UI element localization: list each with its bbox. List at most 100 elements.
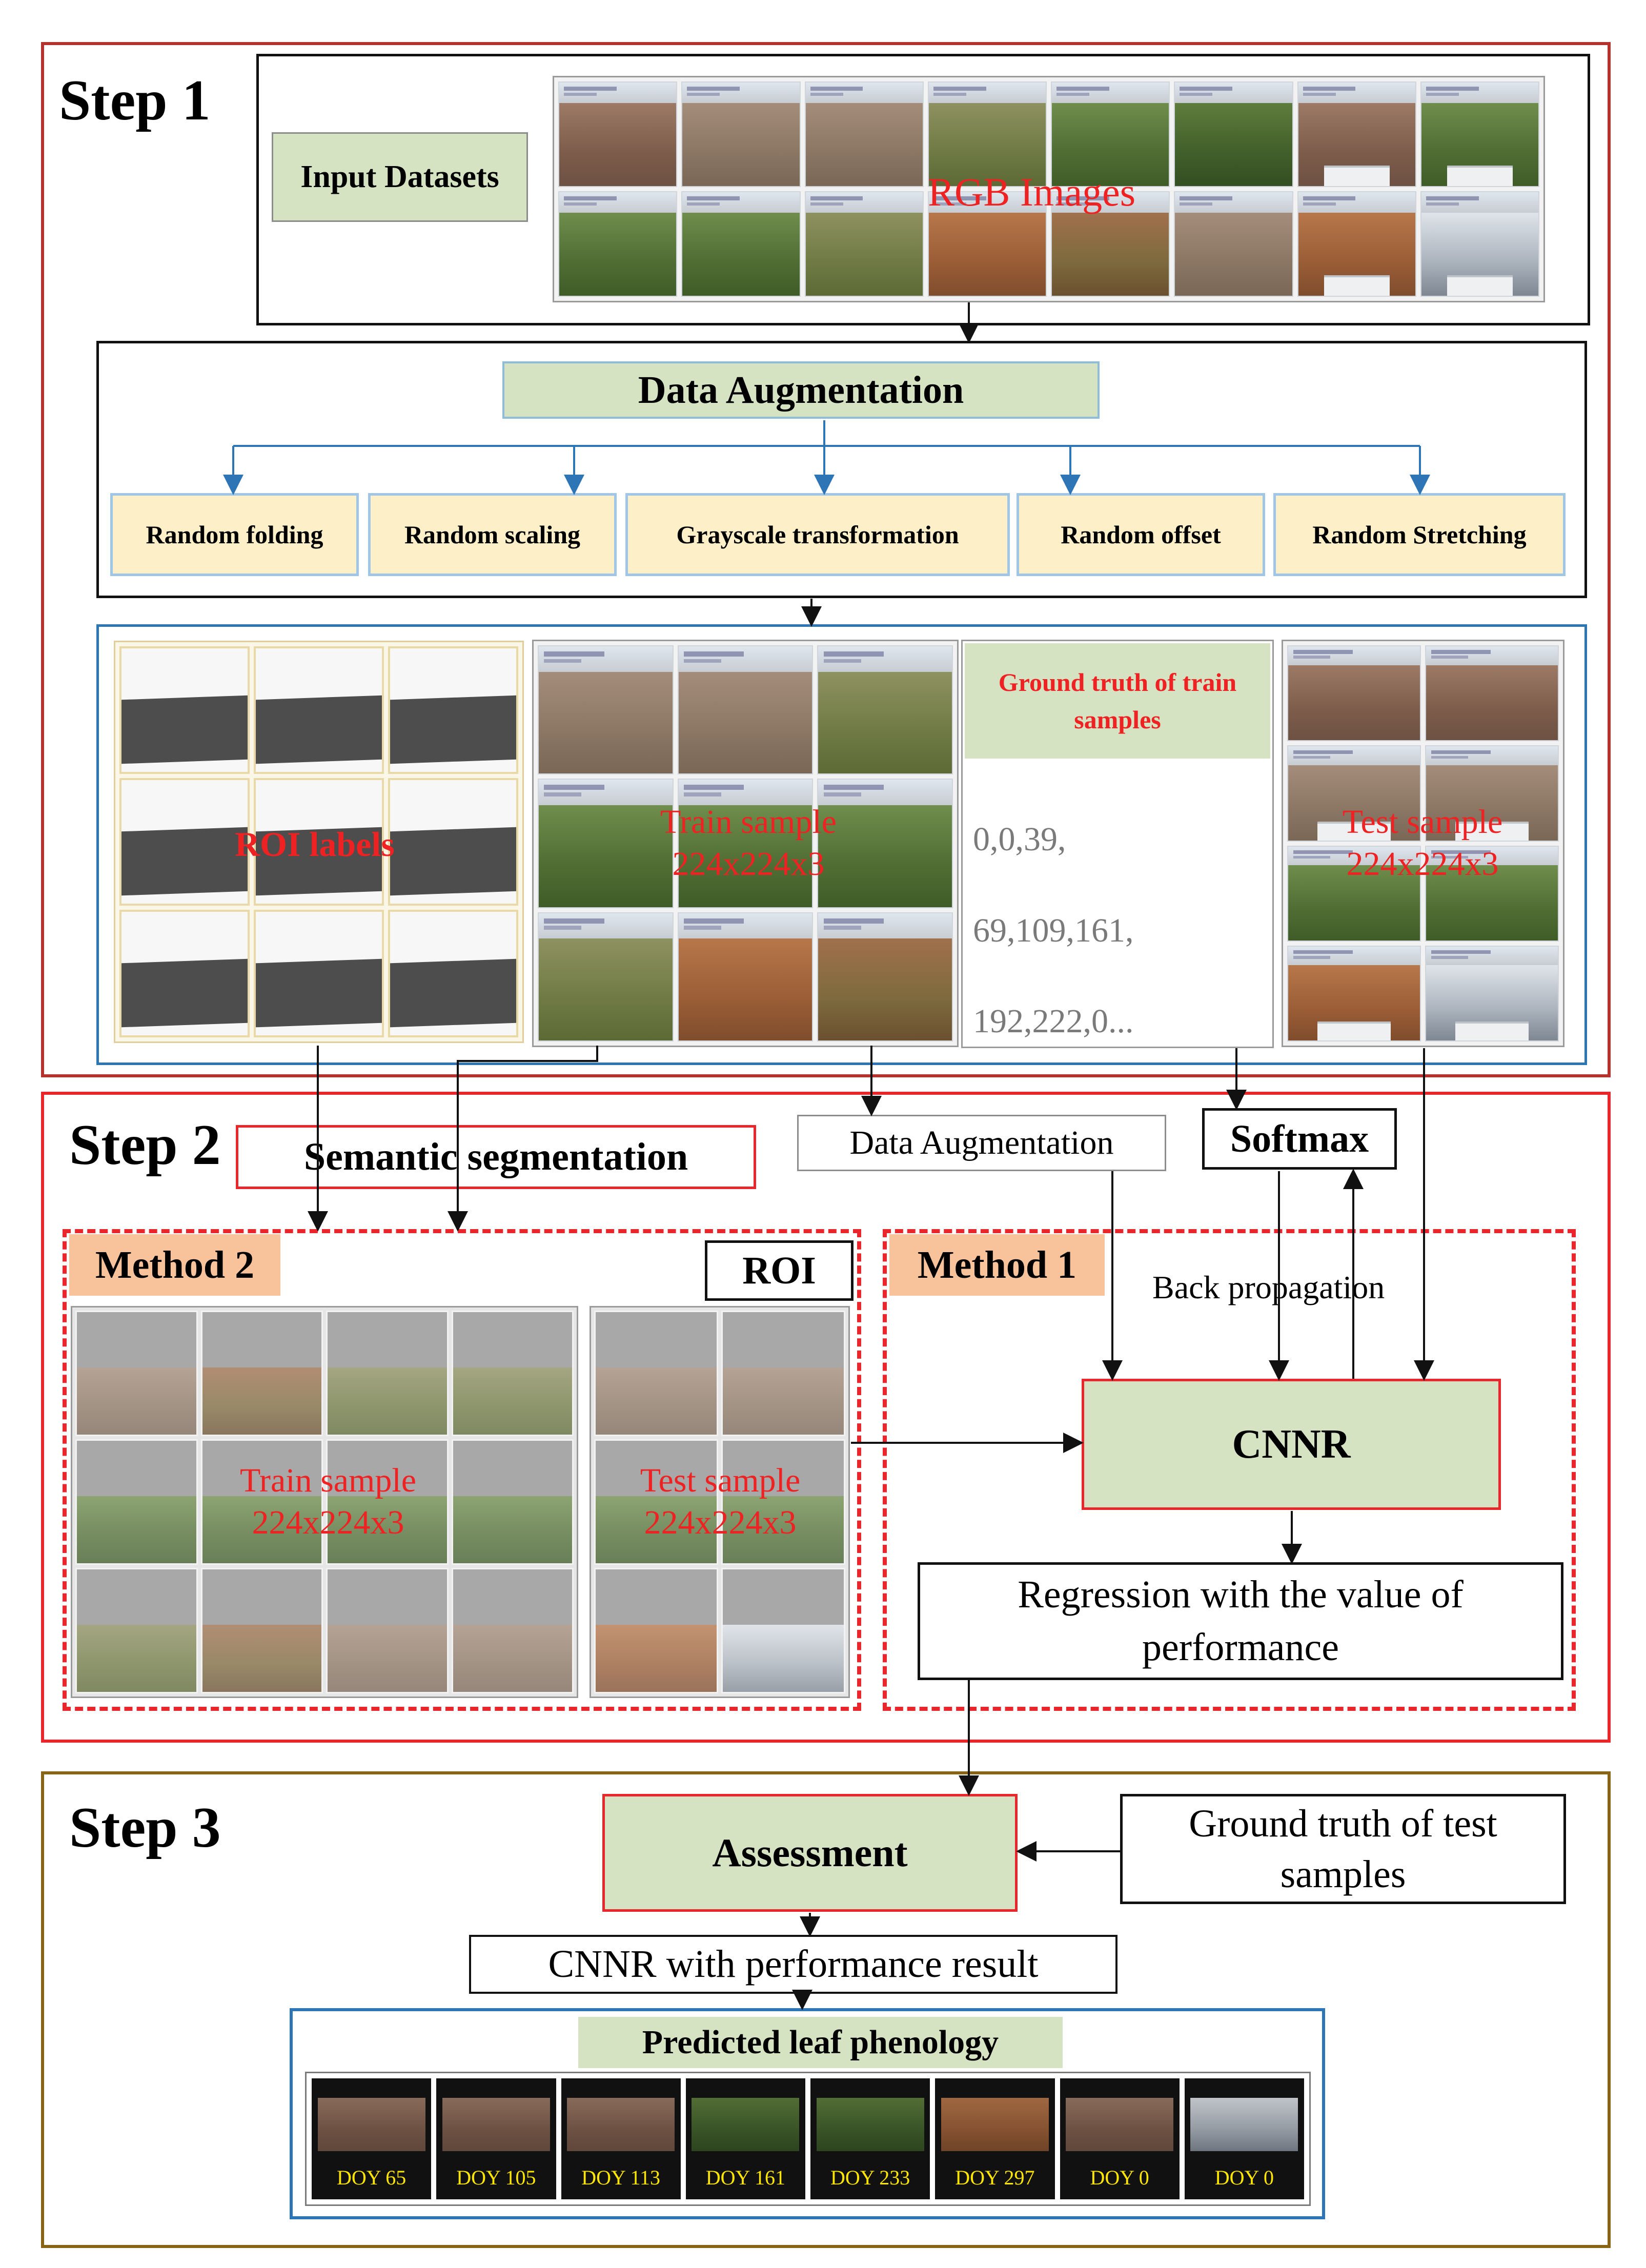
semantic-segmentation-label: Semantic segmentation xyxy=(303,1135,688,1178)
forest-thumbnail xyxy=(1287,745,1421,842)
masked-sample-cell xyxy=(721,1568,845,1693)
ground-truth-test-label: Ground truth of test samples xyxy=(1189,1802,1497,1896)
forest-thumbnail xyxy=(538,779,674,908)
forest-thumbnail xyxy=(817,912,953,1041)
doy-label: DOY 297 xyxy=(955,2166,1035,2190)
masked-sample-cell xyxy=(75,1311,198,1436)
regression-label: Regression with the value of performance xyxy=(1018,1573,1464,1669)
method-label: Grayscale transformation xyxy=(676,520,959,549)
doy-thumbnail: DOY 0 xyxy=(1060,2078,1180,2199)
method2-train-size: 224x224x3 xyxy=(252,1504,404,1541)
train-sample-size: 224x224x3 xyxy=(672,845,825,883)
roi-label: ROI xyxy=(742,1249,816,1292)
input-datasets-box: Input Datasets xyxy=(272,132,528,222)
doy-image xyxy=(1066,2097,1174,2151)
method1-label: Method 1 xyxy=(917,1243,1077,1286)
test-sample-label: Test sample xyxy=(1342,803,1503,841)
roi-mask-cell xyxy=(254,778,384,906)
method2-test-caption: Test sample 224x224x3 xyxy=(600,1456,841,1548)
doy-thumbnail: DOY 113 xyxy=(561,2078,681,2199)
softmax-box: Softmax xyxy=(1202,1108,1397,1170)
forest-thumbnail xyxy=(1420,191,1539,297)
forest-thumbnail xyxy=(1297,191,1416,297)
doy-label: DOY 233 xyxy=(830,2166,910,2190)
masked-sample-cell xyxy=(721,1311,845,1436)
roi-mask-cell xyxy=(254,646,384,774)
doy-thumbnail: DOY 297 xyxy=(935,2078,1055,2199)
masked-sample-cell xyxy=(721,1439,845,1565)
forest-thumbnail xyxy=(558,191,678,297)
doy-image xyxy=(1190,2097,1298,2151)
data-augmentation-box: Data Augmentation xyxy=(797,1115,1166,1171)
method2-train-grid xyxy=(71,1306,578,1698)
step1-title: Step 1 xyxy=(59,69,211,132)
forest-thumbnail xyxy=(1051,191,1170,297)
step1-frame xyxy=(41,42,1611,1077)
train-sample-label: Train sample xyxy=(660,803,837,841)
samples-panel xyxy=(96,624,1587,1065)
masked-sample-cell xyxy=(451,1311,574,1436)
doy-label: DOY 0 xyxy=(1090,2166,1149,2190)
doy-image xyxy=(317,2097,425,2151)
forest-thumbnail xyxy=(1425,945,1559,1041)
ground-truth-train-title: Ground truth of train samples xyxy=(998,668,1237,734)
test-sample-grid xyxy=(1282,640,1564,1047)
step2-title: Step 2 xyxy=(69,1113,221,1177)
forest-thumbnail xyxy=(1425,745,1559,842)
rgb-image-grid xyxy=(553,76,1545,302)
assessment-box: Assessment xyxy=(602,1794,1018,1912)
gt-value-1: 0,0,39, xyxy=(973,821,1066,858)
ground-truth-test-box: Ground truth of test samples xyxy=(1120,1794,1566,1904)
forest-thumbnail xyxy=(1051,81,1170,187)
method2-badge: Method 2 xyxy=(69,1234,280,1296)
doy-thumbnail: DOY 233 xyxy=(810,2078,930,2199)
roi-mask-cell xyxy=(119,646,250,774)
step3-frame xyxy=(41,1771,1611,2248)
masked-sample-cell xyxy=(200,1568,323,1693)
method2-test-size: 224x224x3 xyxy=(644,1504,797,1541)
method-label: Random offset xyxy=(1061,520,1221,549)
forest-thumbnail xyxy=(1287,845,1421,942)
train-sample-caption: Train sample 224x224x3 xyxy=(584,797,912,889)
regression-box: Regression with the value of performance xyxy=(918,1562,1563,1680)
forest-thumbnail xyxy=(817,645,953,775)
masked-sample-cell xyxy=(451,1439,574,1565)
doy-image xyxy=(941,2097,1049,2151)
method-random-stretching: Random Stretching xyxy=(1273,493,1566,576)
masked-sample-cell xyxy=(326,1311,449,1436)
forest-thumbnail xyxy=(558,81,678,187)
softmax-label: Softmax xyxy=(1230,1117,1369,1160)
masked-sample-cell xyxy=(594,1311,718,1436)
predicted-title: Predicted leaf phenology xyxy=(642,2024,999,2061)
forest-thumbnail xyxy=(1287,945,1421,1041)
doy-label: DOY 113 xyxy=(581,2166,660,2190)
roi-mask-cell xyxy=(254,910,384,1037)
masked-sample-cell xyxy=(326,1439,449,1565)
augmentation-panel xyxy=(96,341,1587,598)
gt-value-2: 69,109,161, xyxy=(973,912,1134,949)
forest-thumbnail xyxy=(1425,845,1559,942)
method2-test-grid xyxy=(590,1306,850,1698)
doy-thumbnail: DOY 0 xyxy=(1184,2078,1304,2199)
roi-labels-grid xyxy=(114,641,524,1043)
input-panel xyxy=(256,54,1590,325)
forest-thumbnail xyxy=(804,191,924,297)
augmentation-title: Data Augmentation xyxy=(638,368,964,412)
doy-thumbnail: DOY 105 xyxy=(436,2078,556,2199)
doy-image xyxy=(567,2097,675,2151)
forest-thumbnail xyxy=(1287,645,1421,742)
method1-panel xyxy=(883,1229,1576,1711)
arrow-train-to-method2 xyxy=(448,1046,598,1232)
roi-labels-label: ROI labels xyxy=(235,825,395,864)
forest-thumbnail xyxy=(1297,81,1416,187)
doy-label: DOY 0 xyxy=(1214,2166,1274,2190)
masked-sample-cell xyxy=(75,1568,198,1693)
step3-title: Step 3 xyxy=(69,1796,221,1860)
semantic-segmentation-box: Semantic segmentation xyxy=(236,1125,756,1189)
assessment-label: Assessment xyxy=(712,1830,908,1875)
roi-mask-cell xyxy=(388,646,518,774)
doy-label: DOY 161 xyxy=(705,2166,785,2190)
doy-thumbnail: DOY 161 xyxy=(685,2078,805,2199)
doy-image xyxy=(692,2097,800,2151)
